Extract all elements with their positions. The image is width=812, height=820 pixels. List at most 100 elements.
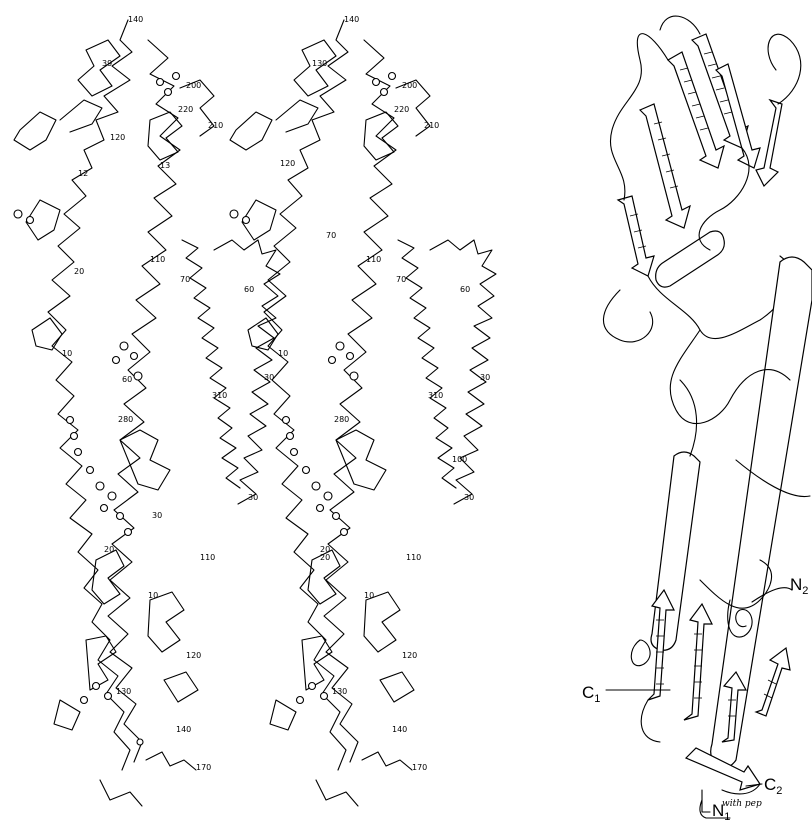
residue-label: 140 bbox=[344, 15, 359, 24]
residue-label: 60 bbox=[460, 285, 470, 294]
carbohydrate-atom bbox=[373, 79, 380, 86]
carbohydrate-atom bbox=[96, 482, 104, 490]
leader-line bbox=[702, 790, 710, 812]
backbone-trace bbox=[108, 40, 180, 762]
terminus-label-n2: N2 bbox=[790, 575, 808, 597]
residue-label: 120 bbox=[186, 651, 201, 660]
carbohydrate-atom bbox=[120, 342, 128, 350]
carbohydrate-atom bbox=[341, 529, 348, 536]
carbohydrate-atom bbox=[157, 79, 164, 86]
residue-label: 110 bbox=[200, 553, 215, 562]
carbohydrate-atom bbox=[283, 417, 290, 424]
beta-strand-arrow bbox=[756, 100, 782, 186]
carbohydrate-atom bbox=[321, 693, 328, 700]
carbohydrate-atom bbox=[317, 505, 324, 512]
loop-trace bbox=[294, 40, 430, 160]
residue-label: 130 bbox=[116, 687, 131, 696]
residue-label: 70 bbox=[396, 275, 406, 284]
carbohydrate-atom bbox=[27, 217, 34, 224]
ribbon-diagram: C1 C2 N1 N2 with pep bbox=[582, 16, 812, 820]
residue-label: 210 bbox=[424, 121, 439, 130]
handwritten-note: with pep bbox=[722, 799, 762, 809]
carbohydrate-atom bbox=[67, 417, 74, 424]
helix-trace bbox=[182, 240, 240, 488]
long-helix-cylinder bbox=[711, 257, 812, 767]
helix-trace bbox=[430, 240, 496, 504]
carbohydrate-atom bbox=[243, 217, 250, 224]
carbohydrate-atom bbox=[131, 353, 138, 360]
carbohydrate-atom bbox=[389, 73, 396, 80]
residue-label: 200 bbox=[402, 81, 417, 90]
loop-trace bbox=[242, 200, 386, 806]
helix-trace bbox=[398, 240, 456, 488]
residue-label: 110 bbox=[406, 553, 421, 562]
residue-label: 210 bbox=[208, 121, 223, 130]
residue-label: 39 bbox=[102, 59, 112, 68]
carbohydrate-atom bbox=[93, 683, 100, 690]
loop-trace bbox=[302, 550, 414, 770]
residue-label: 170 bbox=[196, 763, 211, 772]
stereo-view-left: 140 39 200 220 210 120 13 12 110 70 60 2… bbox=[14, 15, 280, 806]
carbohydrate-atom bbox=[350, 372, 358, 380]
carbohydrate-atom bbox=[347, 353, 354, 360]
residue-label: 220 bbox=[394, 105, 409, 114]
beta-strand-arrow bbox=[684, 604, 712, 720]
beta-strand-arrow bbox=[756, 648, 790, 716]
residue-label: 20 bbox=[104, 545, 114, 554]
carbohydrate-atom bbox=[125, 529, 132, 536]
carbohydrate-atom bbox=[105, 693, 112, 700]
carbohydrate-atom bbox=[230, 210, 238, 218]
residue-label: 10 bbox=[278, 349, 288, 358]
carbohydrate-atom bbox=[14, 210, 22, 218]
carbohydrate-atom bbox=[303, 467, 310, 474]
residue-label: 60 bbox=[122, 375, 132, 384]
carbohydrate-atom bbox=[108, 492, 116, 500]
loop-trace bbox=[26, 200, 170, 806]
residue-label: 110 bbox=[366, 255, 381, 264]
residue-label: 220 bbox=[178, 105, 193, 114]
residue-label: 10 bbox=[62, 349, 72, 358]
residue-label: 10 bbox=[148, 591, 158, 600]
residue-label: 60 bbox=[244, 285, 254, 294]
carbohydrate-atom bbox=[381, 89, 388, 96]
carbohydrate-atom bbox=[81, 697, 88, 704]
residue-label: 280 bbox=[334, 415, 349, 424]
carbohydrate-atom bbox=[324, 492, 332, 500]
residue-label: 20 bbox=[74, 267, 84, 276]
residue-label: 110 bbox=[150, 255, 165, 264]
carbohydrate-atom bbox=[329, 357, 336, 364]
residue-label: 140 bbox=[392, 725, 407, 734]
backbone-trace bbox=[264, 20, 348, 770]
residue-label: 310 bbox=[212, 391, 227, 400]
residue-label: 30 bbox=[464, 493, 474, 502]
carbohydrate-atom bbox=[113, 357, 120, 364]
stereo-view-right: 140 130 200 220 210 120 70 110 70 60 310… bbox=[230, 15, 496, 806]
residue-label: 280 bbox=[118, 415, 133, 424]
carbohydrate-atom bbox=[309, 683, 316, 690]
residue-label: 310 bbox=[428, 391, 443, 400]
residue-label: 120 bbox=[110, 133, 125, 142]
carbohydrate-atom bbox=[312, 482, 320, 490]
carbohydrate-atom bbox=[287, 433, 294, 440]
residue-label: 70 bbox=[180, 275, 190, 284]
residue-label: 30 bbox=[152, 511, 162, 520]
residue-label: 70 bbox=[326, 231, 336, 240]
carbohydrate-atom bbox=[71, 433, 78, 440]
carbohydrate-atom bbox=[291, 449, 298, 456]
residue-label: 120 bbox=[280, 159, 295, 168]
residue-label: 30 bbox=[248, 493, 258, 502]
carbohydrate-atom bbox=[137, 739, 143, 745]
residue-label: 30 bbox=[480, 373, 490, 382]
carbohydrate-atom bbox=[336, 342, 344, 350]
carbohydrate-atom bbox=[101, 505, 108, 512]
loop-trace bbox=[78, 40, 214, 160]
beta-strand-arrow bbox=[618, 196, 654, 276]
residue-label: 130 bbox=[332, 687, 347, 696]
terminus-label-c2: C2 bbox=[764, 775, 782, 797]
helix-cylinder bbox=[656, 231, 725, 287]
residue-label: 13 bbox=[160, 161, 170, 170]
residue-label: 140 bbox=[128, 15, 143, 24]
residue-label: 100 bbox=[452, 455, 467, 464]
carbohydrate-atom bbox=[165, 89, 172, 96]
residue-label: 200 bbox=[186, 81, 201, 90]
